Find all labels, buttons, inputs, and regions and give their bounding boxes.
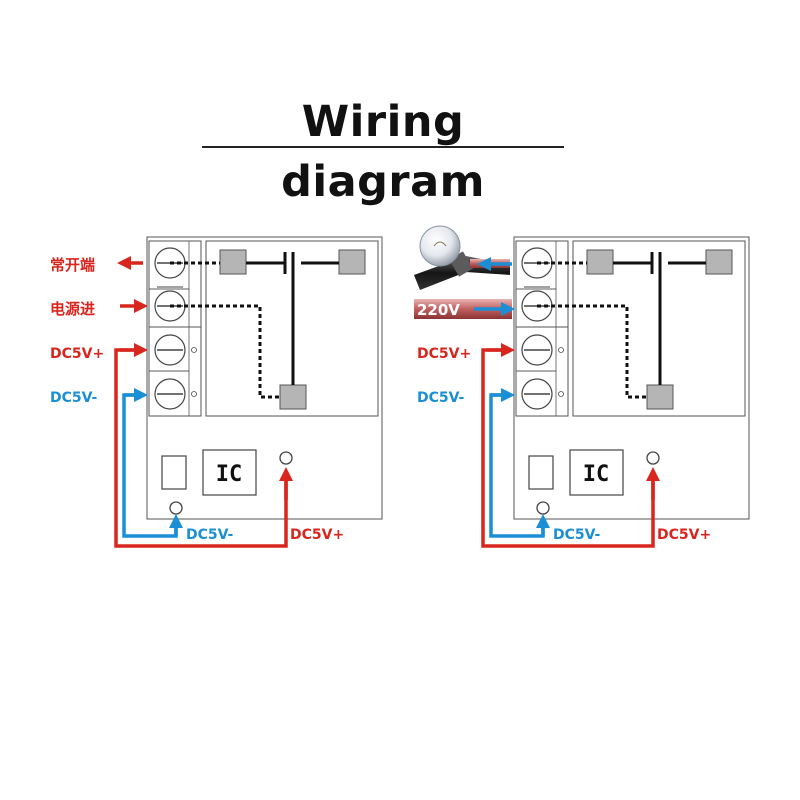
right-ic-chip: [569, 449, 624, 496]
label-mains: 220V: [417, 301, 460, 319]
label-right-vplus: DC5V+: [417, 346, 471, 362]
left-pad-vplus: [279, 451, 293, 465]
label-right-bottom-vminus: DC5V-: [553, 527, 600, 543]
right-wire-com: [537, 304, 647, 399]
right-ic-label: IC: [583, 462, 610, 487]
label-normally-open: 常开端: [50, 256, 95, 274]
label-right-bottom-vplus: DC5V+: [657, 527, 711, 543]
label-power-in: 电源进: [50, 300, 95, 318]
right-pad-vplus: [646, 451, 660, 465]
left-wire-com: [170, 304, 280, 399]
terminal-screw-vplus: [154, 334, 186, 366]
left-board: IC: [146, 236, 383, 520]
right-led: [528, 455, 554, 490]
right-terminal-block: [515, 240, 569, 417]
terminal-screw-vminus: [521, 378, 553, 410]
light-bulb-icon: [414, 225, 510, 290]
left-terminal-block: [148, 240, 202, 417]
left-led: [161, 455, 187, 490]
page-title: Wiring diagram: [281, 97, 485, 207]
label-left-vminus: DC5V-: [50, 390, 97, 406]
mains-cable: [414, 299, 512, 319]
right-contact-nc: [705, 249, 733, 275]
label-left-vplus: DC5V+: [50, 346, 104, 362]
terminal-screw-vminus: [154, 378, 186, 410]
terminal-screw-vplus: [521, 334, 553, 366]
left-contact-no: [219, 249, 247, 275]
right-contact-no: [586, 249, 614, 275]
title-underline: [202, 146, 564, 148]
left-ic-chip: [202, 449, 257, 496]
right-board: IC: [513, 236, 750, 520]
label-right-vminus: DC5V-: [417, 390, 464, 406]
left-contact-com: [279, 384, 307, 410]
left-relay-switch: [246, 252, 339, 385]
label-left-bottom-vplus: DC5V+: [290, 527, 344, 543]
label-left-bottom-vminus: DC5V-: [186, 527, 233, 543]
left-contact-nc: [338, 249, 366, 275]
right-relay-switch: [613, 252, 706, 385]
right-contact-com: [646, 384, 674, 410]
right-pad-vminus: [536, 501, 550, 515]
left-pad-vminus: [169, 501, 183, 515]
left-ic-label: IC: [216, 462, 243, 487]
